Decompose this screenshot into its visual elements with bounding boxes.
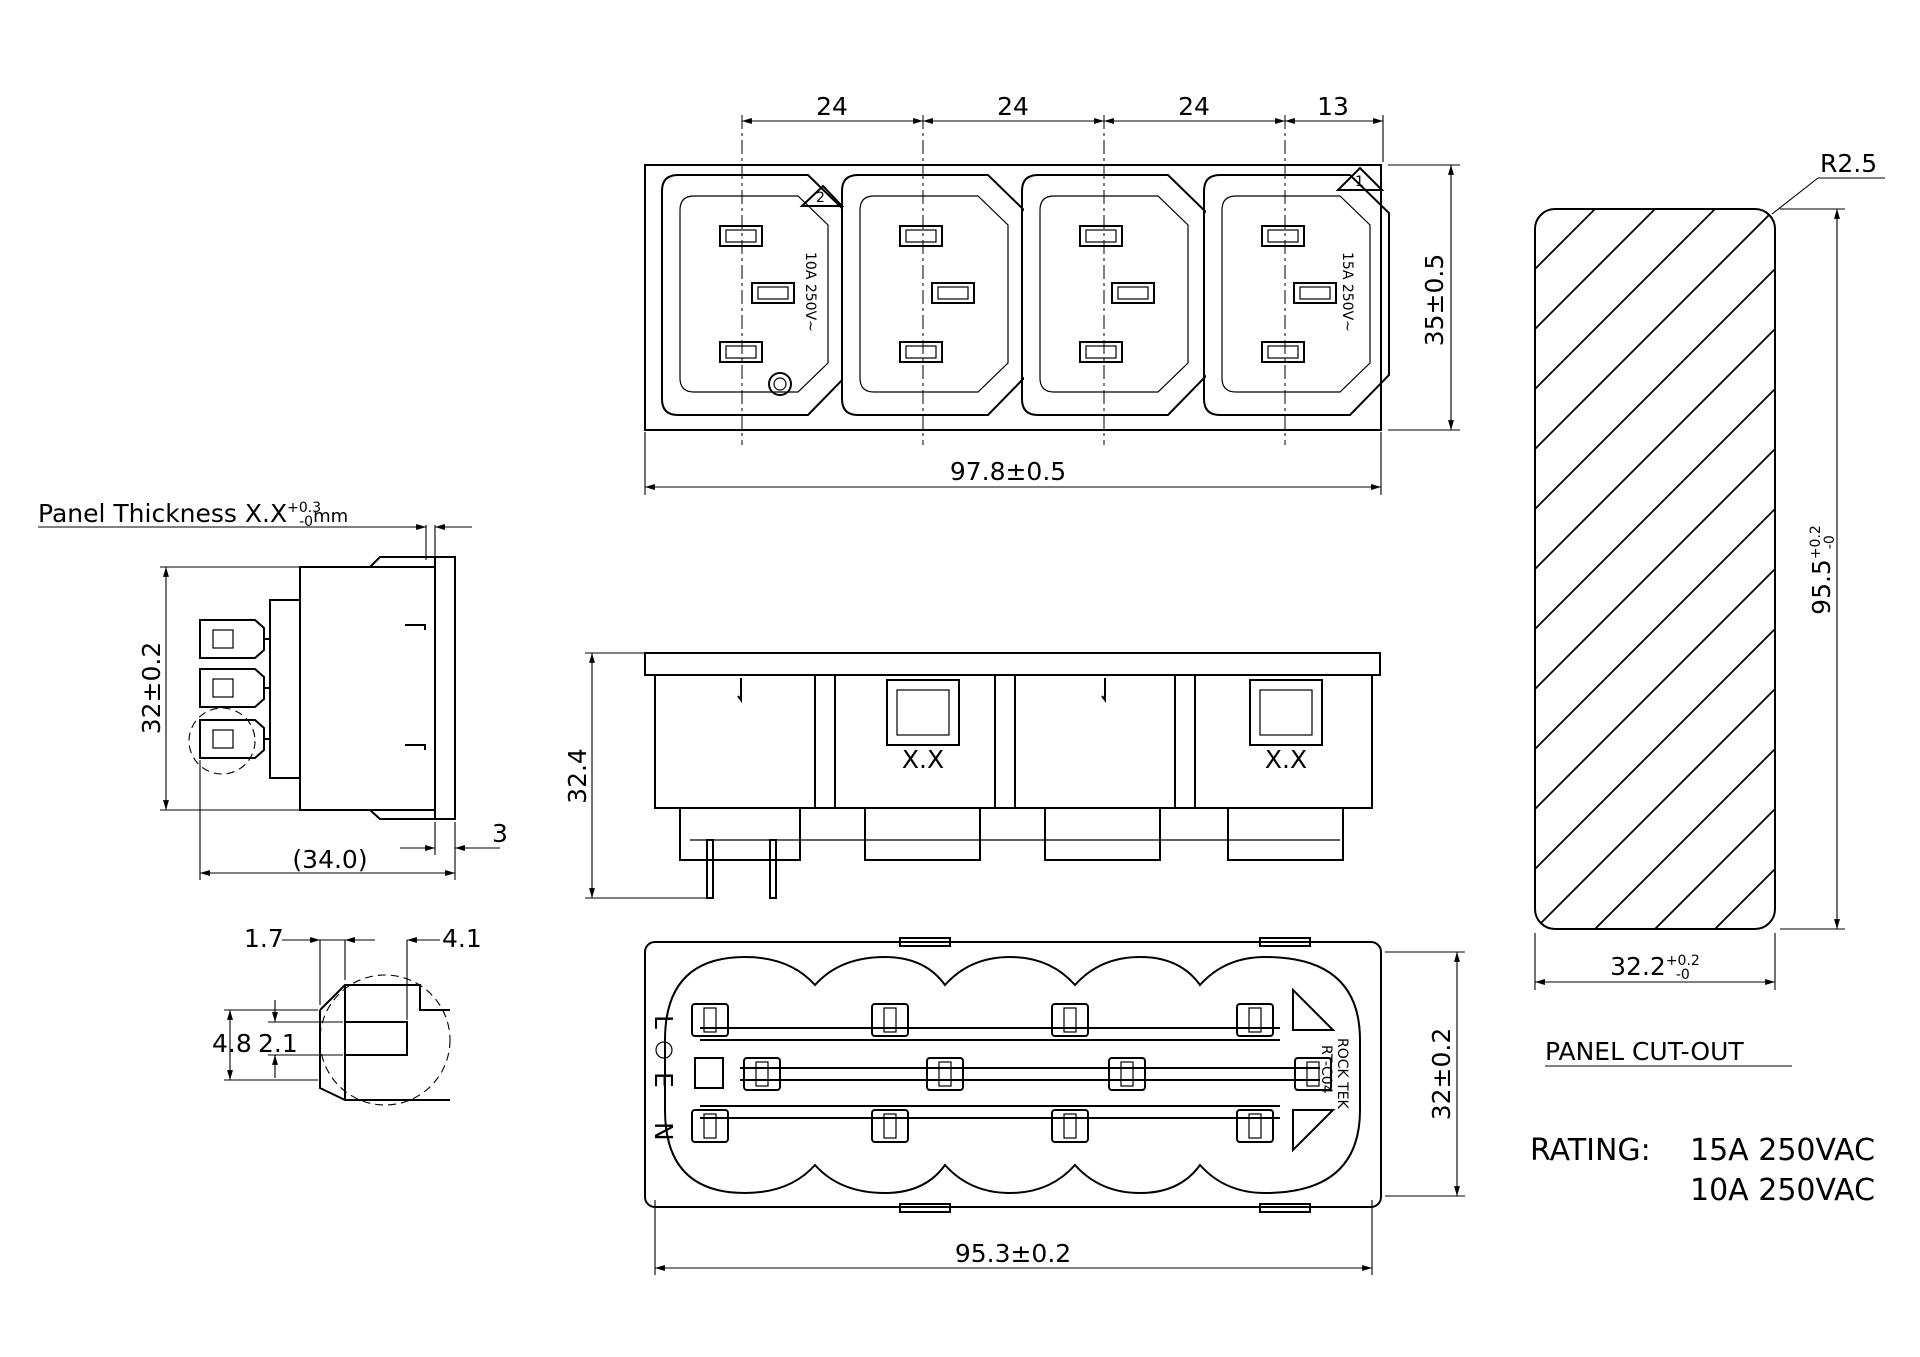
outlet-3 — [1021, 174, 1208, 416]
front-view-body — [654, 674, 1373, 809]
bottom-contacts — [691, 1003, 1332, 1143]
fuse-label-left: X.X — [902, 745, 944, 774]
front-terminals-2 — [864, 807, 981, 861]
marker-1-label: 1 — [1355, 174, 1364, 190]
top-view: 2 1 10A 250V~ 15A 250V~ 24 24 24 13 35±0… — [644, 92, 1460, 495]
outlet-2 — [841, 174, 1028, 416]
rating-line-1: 15A 250VAC — [1690, 1133, 1875, 1168]
left-outlet-rating: 10A 250V~ — [802, 252, 818, 332]
marker-triangle-2 — [799, 184, 845, 207]
end-offset-dimension: 13 — [1317, 92, 1349, 121]
front-view-flange — [644, 652, 1381, 676]
front-terminals-4 — [1227, 807, 1344, 861]
model-marking: RT-C04 — [1318, 1045, 1334, 1094]
pitch-2-dimension: 24 — [997, 92, 1029, 121]
detail-dim-b: 4.1 — [442, 924, 482, 953]
marker-triangle-1 — [1335, 166, 1385, 191]
fuse-label-right: X.X — [1265, 745, 1307, 774]
bottom-view-inner-outline — [664, 955, 1361, 1195]
front-view: X.X X.X 32.4 — [563, 652, 1381, 899]
cutout-height-dimension: 95.5+0.2-0 — [1807, 525, 1838, 615]
top-view-housing — [644, 164, 1382, 431]
outlet-4 — [1203, 174, 1390, 416]
side-view-depth-dimension: (34.0) — [292, 845, 367, 874]
right-outlet-rating: 15A 250V~ — [1339, 252, 1355, 332]
cutout-outline — [1534, 208, 1776, 930]
fuse-window-left — [886, 679, 960, 746]
front-terminals-1 — [679, 807, 801, 861]
detail-dim-c: 4.8 — [212, 1029, 252, 1058]
cutout-width-dimension: 32.2+0.2-0 — [1610, 952, 1700, 983]
detail-dim-d: 2.1 — [258, 1029, 298, 1058]
top-view-height-dimension: 35±0.5 — [1420, 254, 1449, 347]
panel-thickness-label: Panel Thickness X.X+0.3-0mm — [38, 499, 348, 530]
bottom-view-height-dimension: 32±0.2 — [1427, 1028, 1456, 1121]
rating-block: RATING: 15A 250VAC 10A 250VAC — [1530, 1133, 1875, 1208]
rating-label: RATING: — [1530, 1133, 1651, 1168]
pitch-3-dimension: 24 — [1178, 92, 1210, 121]
side-view-height-dimension: 32±0.2 — [137, 642, 166, 735]
bottom-view-width-dimension: 95.3±0.2 — [955, 1239, 1071, 1268]
side-view-flange — [434, 556, 456, 820]
rating-line-2: 10A 250VAC — [1690, 1173, 1875, 1208]
panel-cutout-title: PANEL CUT-OUT — [1545, 1037, 1744, 1066]
ground-icon — [655, 1041, 673, 1059]
side-terminals — [199, 619, 270, 759]
detail-view-circle — [319, 974, 451, 1106]
detail-view: 1.7 4.1 4.8 2.1 — [212, 924, 482, 1106]
cutout-hatching — [1535, 209, 1775, 929]
brand-marking: ROCK TEK — [1334, 1038, 1350, 1110]
terminal-label-l: L — [649, 1015, 678, 1029]
outlet-1 — [660, 174, 848, 416]
side-view-body — [299, 566, 436, 811]
cutout-radius: R2.5 — [1820, 149, 1877, 178]
panel-cutout: R2.5 95.5+0.2-0 32.2+0.2-0 PANEL CUT-OUT — [1534, 149, 1885, 1067]
fuse-window-right — [1249, 679, 1323, 746]
bottom-view: L E N ROCK TEK RT-C04 32±0.2 95.3±0.2 — [644, 937, 1465, 1275]
side-view: Panel Thickness X.X+0.3-0mm — [38, 499, 508, 880]
detail-circle — [188, 707, 256, 775]
overall-width-dimension: 97.8±0.5 — [950, 457, 1066, 486]
front-pin-2 — [769, 839, 777, 899]
cert-mark-icon — [768, 372, 792, 396]
front-terminals-3 — [1044, 807, 1161, 861]
terminal-label-n: N — [649, 1122, 678, 1141]
bottom-view-housing — [644, 941, 1382, 1208]
front-pin-1 — [706, 839, 714, 899]
flange-thickness-dimension: 3 — [492, 819, 508, 848]
front-view-height-dimension: 32.4 — [563, 748, 592, 804]
terminal-label-e: E — [649, 1072, 678, 1088]
detail-dim-a: 1.7 — [244, 924, 284, 953]
marker-2-label: 2 — [816, 190, 825, 206]
pitch-1-dimension: 24 — [816, 92, 848, 121]
